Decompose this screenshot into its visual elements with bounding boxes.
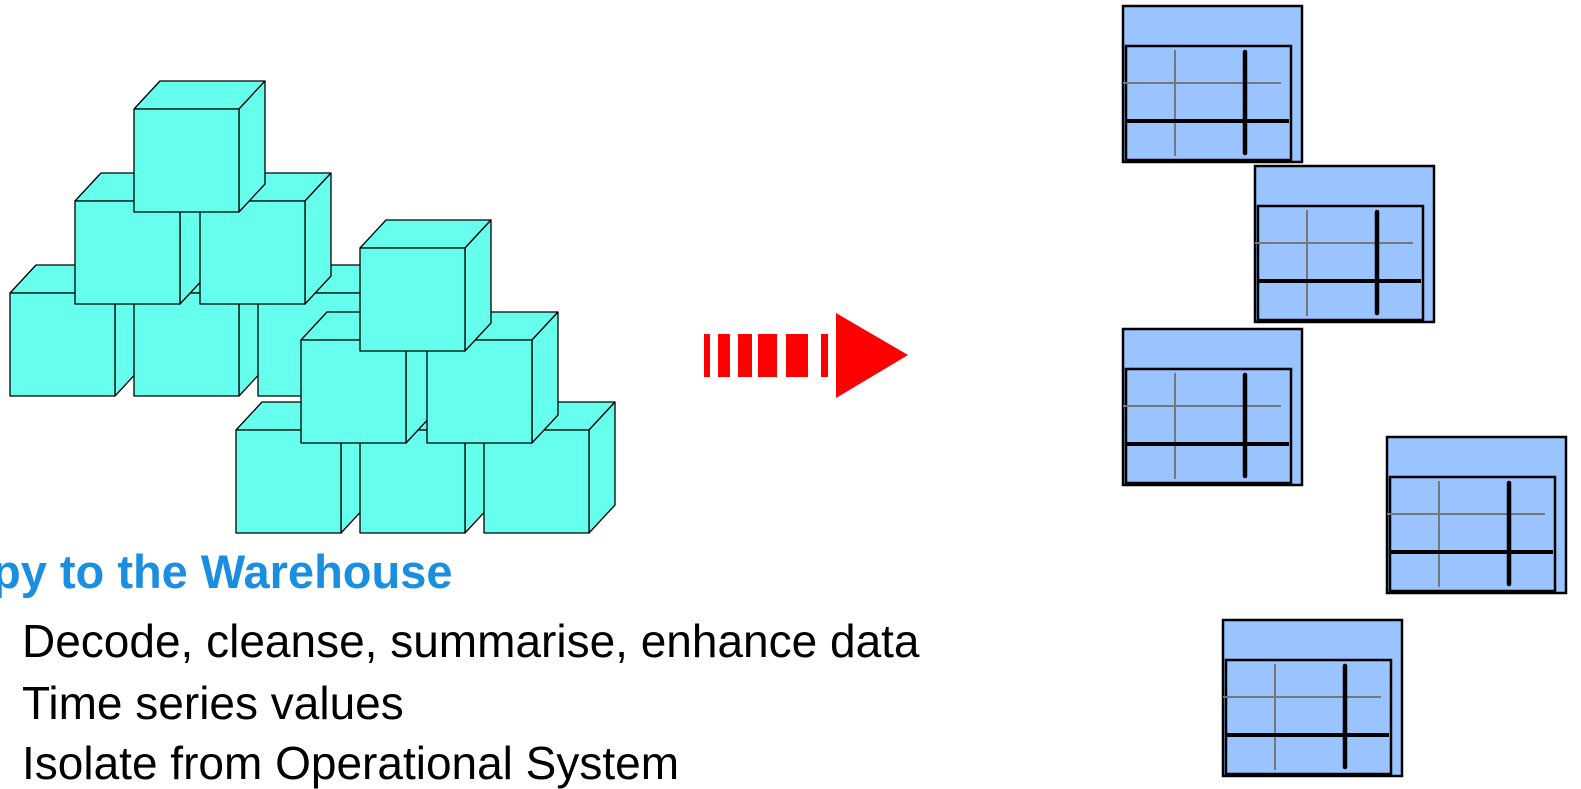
arrow-dash [704,334,710,377]
arrow-dash [786,334,808,377]
arrow-dash [718,334,730,377]
arrow-dash [758,334,777,377]
dashed-arrow-right-icon [704,313,908,398]
table-icon [1121,327,1304,487]
table-icon [1121,4,1304,164]
bullet-item: Decode, cleanse, summarise, enhance data [22,615,920,667]
table-icon [1385,435,1568,595]
cube-icon [133,80,266,213]
bullet-item: Time series values [22,677,404,729]
section-heading: py to the Warehouse [0,545,453,598]
cube-icon [359,219,492,352]
arrow-dash [738,334,752,377]
table-icon [1253,164,1436,324]
table-icon [1221,618,1404,778]
data-cube-stack-icon [9,80,616,534]
bullet-item: Isolate from Operational System [22,737,680,789]
arrow-head [836,313,908,398]
arrow-dash [821,334,828,377]
warehouse-tables [1121,4,1568,778]
